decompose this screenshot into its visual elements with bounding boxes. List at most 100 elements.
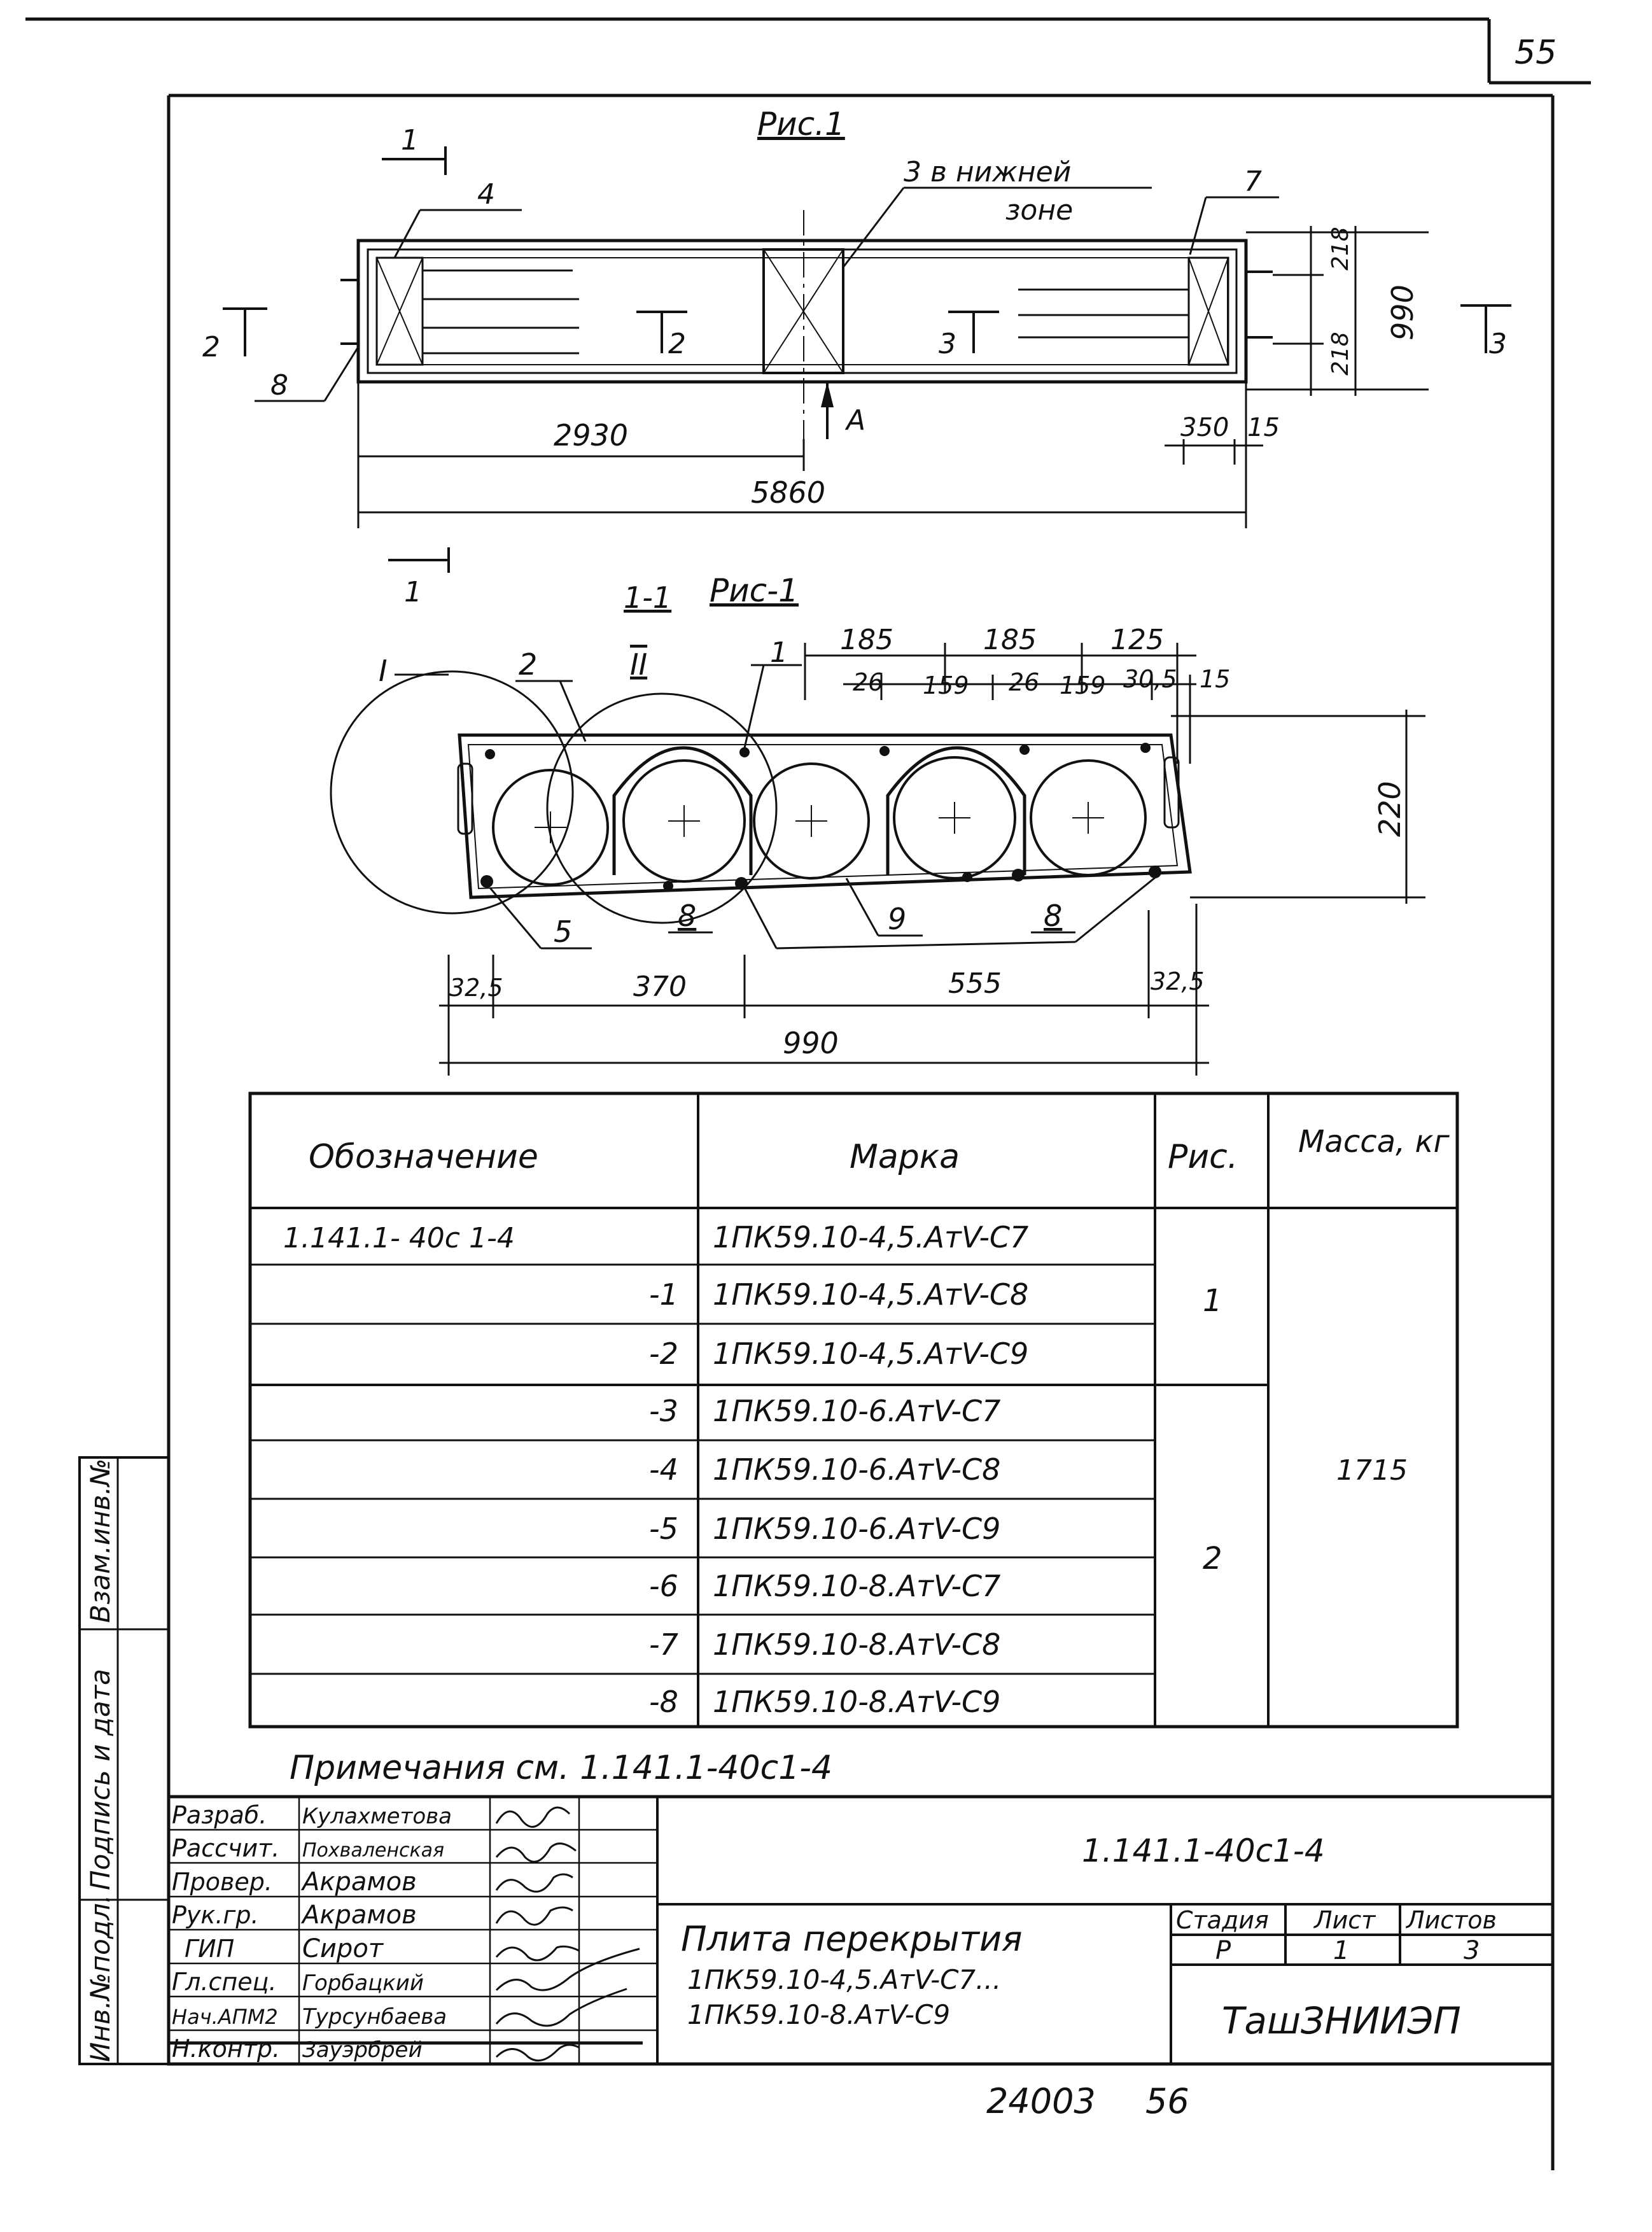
plan-callout-8: 8 bbox=[270, 369, 288, 402]
name-6: Турсунбаева bbox=[302, 2004, 447, 2030]
notes: Примечания см. 1.141.1-40с1-4 bbox=[290, 1749, 832, 1787]
plan-title: Рис.1 bbox=[757, 106, 845, 143]
svg-text:1ПК59.10-6.АтV-С9: 1ПК59.10-6.АтV-С9 bbox=[713, 1512, 1000, 1546]
dim-218-bottom: 218 bbox=[1327, 332, 1354, 376]
section-callout-1: 1 bbox=[770, 636, 788, 669]
dim-990-plan: 990 bbox=[1385, 284, 1420, 340]
svg-text:1ПК59.10-6.АтV-С8: 1ПК59.10-6.АтV-С8 bbox=[713, 1452, 1000, 1487]
title-block: Разраб. Рассчит. Провер. Рук.гр. ГИП Гл.… bbox=[167, 1795, 1555, 2066]
role-chief-engineer: ГИП bbox=[185, 1935, 234, 1963]
table-row: -3 1ПК59.10-6.АтV-С7 bbox=[649, 1394, 1000, 1428]
side-stamp: Инв.№подл. Подпись и дата Взам.инв.№ bbox=[78, 1456, 170, 2065]
plan-callout-1-top: 1 bbox=[401, 124, 419, 157]
plan-callout-2-mid: 2 bbox=[668, 328, 686, 360]
svg-text:-1: -1 bbox=[649, 1277, 678, 1312]
svg-text:-5: -5 bbox=[649, 1512, 678, 1546]
name-4: Сирот bbox=[302, 1934, 384, 1963]
dim-15-section: 15 bbox=[1200, 665, 1230, 693]
role-calculated: Рассчит. bbox=[172, 1834, 279, 1862]
table-row: -1 1ПК59.10-4,5.АтV-С8 bbox=[649, 1277, 1028, 1312]
plan-view: Рис.1 bbox=[202, 106, 1511, 608]
dim-125: 125 bbox=[1110, 624, 1164, 656]
name-3: Акрамов bbox=[300, 1900, 417, 1930]
dim-30-5: 30,5 bbox=[1123, 665, 1177, 693]
fig-group-1: 1 bbox=[1203, 1283, 1222, 1319]
section-outline bbox=[458, 733, 1192, 899]
stamp-replace-inv: Взам.инв.№ bbox=[85, 1459, 116, 1623]
doc-code: 1.141.1-40с1-4 bbox=[1082, 1832, 1325, 1869]
section-callout-ii: II bbox=[630, 647, 647, 682]
svg-text:1ПК59.10-4,5.АтV-С8: 1ПК59.10-4,5.АтV-С8 bbox=[713, 1277, 1028, 1312]
dim-350: 350 bbox=[1180, 413, 1229, 442]
table-row: -6 1ПК59.10-8.АтV-С7 bbox=[649, 1569, 1000, 1603]
section-callout-9: 9 bbox=[888, 902, 906, 936]
sheet-value: 1 bbox=[1333, 1936, 1349, 1965]
dim-159-a: 159 bbox=[923, 671, 969, 699]
header-designation: Обозначение bbox=[309, 1138, 538, 1176]
plan-callout-2-left: 2 bbox=[202, 331, 220, 363]
svg-text:1ПК59.10-4,5.АтV-С7: 1ПК59.10-4,5.АтV-С7 bbox=[713, 1220, 1028, 1254]
svg-text:-2: -2 bbox=[649, 1337, 678, 1371]
stamp-signature-date: Подпись и дата bbox=[85, 1669, 116, 1890]
sheets-value: 3 bbox=[1464, 1936, 1480, 1965]
stage-label: Стадия bbox=[1176, 1906, 1269, 1934]
dim-185-b: 185 bbox=[983, 624, 1037, 656]
dim-32-5-right: 32,5 bbox=[1151, 967, 1205, 995]
dim-2930: 2930 bbox=[554, 418, 628, 453]
plan-callout-4: 4 bbox=[477, 178, 495, 211]
svg-text:1ПК59.10-6.АтV-С7: 1ПК59.10-6.АтV-С7 bbox=[713, 1394, 1000, 1428]
plan-callout-3-zone: зоне bbox=[1005, 194, 1073, 227]
dim-370: 370 bbox=[633, 971, 687, 1003]
dim-26-a: 26 bbox=[853, 668, 883, 696]
detail-circle-i bbox=[330, 670, 574, 915]
plan-view-a: А bbox=[844, 404, 865, 437]
sheets-label: Листов bbox=[1405, 1906, 1497, 1934]
svg-text:-6: -6 bbox=[649, 1569, 678, 1603]
svg-text:-4: -4 bbox=[649, 1452, 678, 1487]
svg-text:1ПК59.10-8.АтV-С8: 1ПК59.10-8.АтV-С8 bbox=[713, 1627, 1000, 1662]
section-callout-i: I bbox=[379, 654, 388, 688]
table-row: -5 1ПК59.10-6.АтV-С9 bbox=[649, 1512, 1000, 1546]
dim-159-b: 159 bbox=[1060, 671, 1106, 699]
dim-185-a: 185 bbox=[840, 624, 893, 656]
archive-number: 24003 bbox=[986, 2081, 1096, 2121]
plan-slab-inner2 bbox=[376, 257, 1228, 365]
header-mass: Масса, кг bbox=[1298, 1124, 1450, 1160]
table-row: -7 1ПК59.10-8.АтV-С8 bbox=[649, 1627, 1000, 1662]
detail-circle-ii bbox=[546, 692, 778, 924]
plan-callout-3-mid: 3 bbox=[939, 328, 956, 360]
svg-text:-8: -8 bbox=[649, 1685, 678, 1719]
name-1: Похваленская bbox=[302, 1839, 444, 1862]
section-callout-5: 5 bbox=[554, 915, 572, 949]
fig-group-2: 2 bbox=[1203, 1541, 1222, 1576]
section-title: Рис-1 bbox=[710, 572, 799, 609]
section-view: 1-1 Рис-1 bbox=[330, 572, 1425, 1076]
role-group-head: Рук.гр. bbox=[172, 1901, 259, 1929]
name-5: Горбацкий bbox=[302, 1970, 424, 1996]
section-title-num: 1-1 bbox=[624, 580, 671, 615]
dim-32-5-left: 32,5 bbox=[449, 974, 503, 1002]
sheet-label: Лист bbox=[1313, 1906, 1376, 1934]
role-head-apm: Нач.АПМ2 bbox=[172, 2005, 278, 2029]
plan-callout-3: 3 в нижней bbox=[904, 156, 1071, 188]
stamp-inv-no: Инв.№подл. bbox=[85, 1895, 116, 2062]
plan-slab-outline bbox=[356, 239, 1248, 384]
signatures bbox=[495, 1806, 640, 2062]
svg-text:1ПК59.10-8.АтV-С7: 1ПК59.10-8.АтV-С7 bbox=[713, 1569, 1000, 1603]
section-callout-8-left: 8 bbox=[678, 899, 696, 933]
section-callout-8-right: 8 bbox=[1044, 899, 1062, 933]
archive-page: 56 bbox=[1145, 2081, 1189, 2121]
doc-subtitle-1: 1ПК59.10-4,5.АтV-С7... bbox=[687, 1964, 1001, 1995]
dim-220: 220 bbox=[1373, 781, 1407, 837]
organization: ТашЗНИИЭП bbox=[1222, 1999, 1461, 2042]
plan-callout-3-right: 3 bbox=[1489, 328, 1507, 360]
dim-15: 15 bbox=[1247, 413, 1280, 442]
stage-value: Р bbox=[1215, 1936, 1231, 1965]
role-developer: Разраб. bbox=[172, 1801, 267, 1829]
dim-555: 555 bbox=[948, 967, 1002, 1000]
dim-990-section: 990 bbox=[783, 1026, 839, 1060]
plan-right-box bbox=[1187, 256, 1229, 366]
dim-218-top: 218 bbox=[1327, 227, 1354, 270]
name-7: Зауэрбрей bbox=[302, 2037, 423, 2063]
